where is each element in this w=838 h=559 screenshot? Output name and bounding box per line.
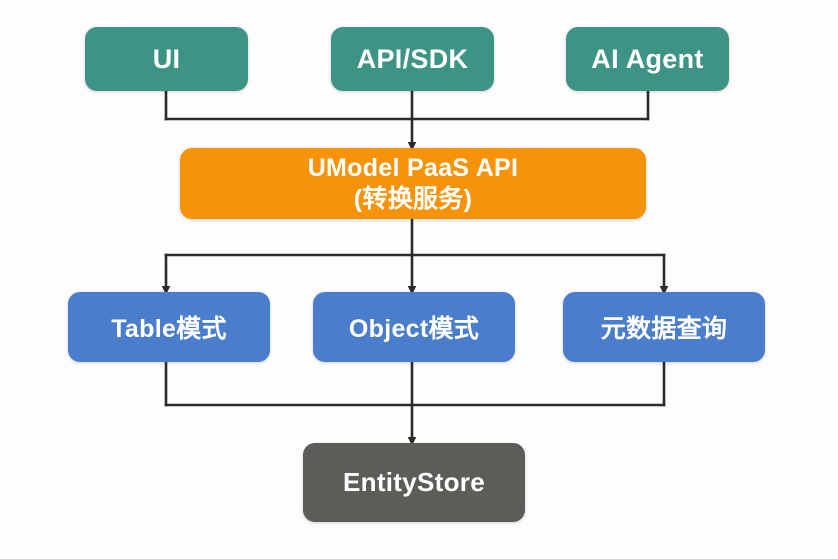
node-umodel-paas-api-label-secondary: (转换服务) [353, 184, 473, 213]
node-entity-store-label: EntityStore [343, 467, 485, 497]
node-ai-agent-label: AI Agent [591, 43, 704, 74]
node-umodel-paas-api-label-primary: UModel PaaS API [307, 153, 519, 182]
node-metadata-query[interactable]: 元数据查询 [563, 292, 765, 362]
node-entity-store[interactable]: EntityStore [303, 443, 525, 522]
node-table-mode[interactable]: Table模式 [68, 292, 270, 362]
node-object-mode-label: Object模式 [348, 315, 480, 343]
node-ai-agent[interactable]: AI Agent [566, 27, 729, 91]
node-metadata-query-label: 元数据查询 [600, 315, 728, 343]
node-api-sdk-label: API/SDK [356, 43, 469, 74]
node-table-mode-label: Table模式 [111, 315, 227, 343]
node-ui-label: UI [152, 43, 181, 74]
node-umodel-paas-api[interactable]: UModel PaaS API (转换服务) [180, 148, 646, 219]
node-api-sdk[interactable]: API/SDK [331, 27, 494, 91]
node-object-mode[interactable]: Object模式 [313, 292, 515, 362]
node-ui[interactable]: UI [85, 27, 248, 91]
